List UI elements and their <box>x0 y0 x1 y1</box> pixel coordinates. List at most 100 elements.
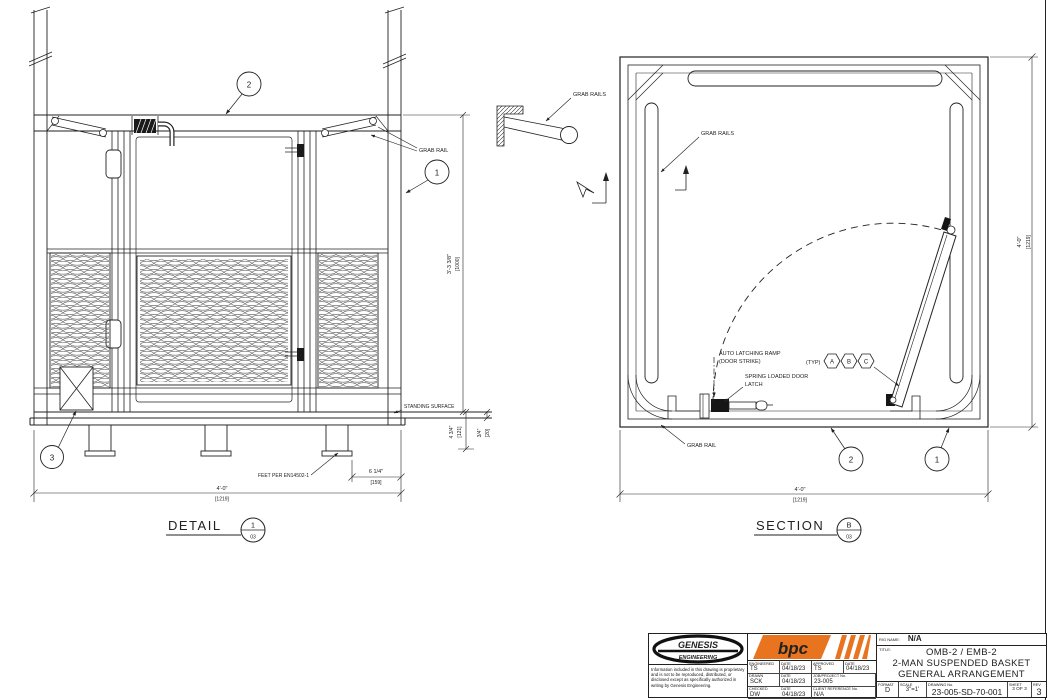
svg-text:DETAIL: DETAIL <box>168 518 222 533</box>
bpc-logo: bpc <box>748 634 876 661</box>
svg-text:[159]: [159] <box>370 480 382 486</box>
dim-foot: 6 1/4" [159] <box>348 460 405 486</box>
svg-text:6 1/4": 6 1/4" <box>369 469 383 475</box>
floor <box>29 411 492 426</box>
svg-text:B: B <box>847 360 851 366</box>
rig-name-row: RIG NAME: N/A <box>877 634 1046 646</box>
svg-text:4'-0": 4'-0" <box>1017 236 1023 247</box>
mid-rail <box>47 248 388 254</box>
detail-view: 2 1 3 GRAB RAIL STANDING SURFACE FEET PE… <box>28 6 492 543</box>
open-door <box>712 217 957 408</box>
view-direction-arrows <box>576 165 689 204</box>
svg-text:GRAB RAILS: GRAB RAILS <box>573 92 606 98</box>
rig-name-value: N/A <box>907 634 922 643</box>
hinge-top <box>105 149 122 179</box>
standing-surface-note: STANDING SURFACE <box>393 404 455 414</box>
grab-rail-right <box>321 116 377 138</box>
sheet-border <box>1045 0 1046 700</box>
grab-rail-top-plan <box>687 70 943 87</box>
svg-text:STANDING SURFACE: STANDING SURFACE <box>404 404 455 410</box>
grab-rail-bottom-note: GRAB RAIL <box>660 424 716 449</box>
svg-text:1: 1 <box>435 169 440 178</box>
grab-rail-left <box>51 116 107 138</box>
detail-label: DETAIL 1 03 <box>166 517 266 543</box>
svg-text:LATCH: LATCH <box>745 382 763 388</box>
svg-text:03: 03 <box>846 535 852 541</box>
gate-door <box>105 116 317 412</box>
svg-text:C: C <box>864 360 869 366</box>
cross-brace-box <box>59 366 94 411</box>
feet <box>84 424 353 457</box>
svg-text:03: 03 <box>250 535 256 541</box>
svg-text:[1219]: [1219] <box>215 497 230 503</box>
svg-text:B: B <box>846 521 851 530</box>
svg-text:A: A <box>830 360 834 366</box>
grab-rail-note: GRAB RAIL <box>371 126 448 154</box>
feet-note: FEET PER EN14502-1 <box>258 452 339 479</box>
svg-text:SECTION: SECTION <box>756 518 824 533</box>
dim-width-section: 4'-0" [1219] <box>616 430 992 504</box>
grab-rail-left-plan <box>644 102 659 384</box>
svg-text:3/4": 3/4" <box>477 428 483 437</box>
svg-text:(DOOR STRIKE): (DOOR STRIKE) <box>719 359 761 365</box>
svg-text:GRAB RAIL: GRAB RAIL <box>419 148 448 154</box>
svg-text:ENGINEERING: ENGINEERING <box>679 655 718 661</box>
balloon-1: 1 <box>405 159 450 194</box>
suspension-bars <box>28 6 407 425</box>
client-ref-cell: CLIENT REFERENCE No.N/A <box>812 686 876 700</box>
section-label: SECTION B 03 <box>754 517 862 543</box>
title-cell: TITLE: OMB-2 / EMB-2 2-MAN SUSPENDED BAS… <box>877 646 1046 683</box>
svg-text:(TYP): (TYP) <box>806 360 821 366</box>
sheet-cell: SHEET 3 OF 3 <box>1008 682 1032 697</box>
top-rail <box>34 114 401 132</box>
genesis-logo: GENESIS ENGINEERING <box>649 634 747 665</box>
drawing-no-cell: DRAWING No. 23-005-SD-70-001 <box>927 682 1008 697</box>
auto-latch-note: AUTO LATCHING RAMP (DOOR STRIKE) <box>712 351 781 398</box>
svg-text:[1000]: [1000] <box>455 256 461 271</box>
svg-text:AUTO LATCHING RAMP: AUTO LATCHING RAMP <box>719 351 781 357</box>
spring-latch-note: SPRING LOADED DOOR LATCH <box>723 374 808 403</box>
svg-text:4'-0": 4'-0" <box>795 487 806 493</box>
title-line-1: OMB-2 / EMB-2 <box>926 646 997 658</box>
scale-cell: SCALE 3"=1' <box>899 682 927 697</box>
svg-text:[1219]: [1219] <box>1026 234 1032 249</box>
svg-text:4'-0": 4'-0" <box>217 486 228 492</box>
dim-floor: 3/4" [20] <box>477 408 491 437</box>
svg-text:1: 1 <box>935 456 940 465</box>
latch-pin-top <box>285 144 304 157</box>
title-line-3: GENERAL ARRANGEMENT <box>898 668 1025 680</box>
balloon-1-section: 1 <box>924 427 950 472</box>
svg-text:3: 3 <box>50 454 55 463</box>
title-block: GENESIS ENGINEERING Information included… <box>648 633 1047 700</box>
dim-width: 4'-0" [1219] <box>30 430 405 503</box>
svg-text:bpc: bpc <box>778 639 809 658</box>
rev-cell: REV 3 <box>1033 682 1042 697</box>
svg-text:GENESIS: GENESIS <box>678 640 718 650</box>
grab-rail-detail <box>496 105 578 147</box>
disclaimer-text: Information included in this drawing is … <box>651 666 745 688</box>
svg-text:FEET PER EN14502-1: FEET PER EN14502-1 <box>258 473 309 479</box>
dim-height: 3'-3 3/8" [1000] <box>403 111 470 416</box>
typ-hex-callouts: (TYP) A B C <box>806 353 900 387</box>
drawing-canvas: 2 1 3 GRAB RAIL STANDING SURFACE FEET PE… <box>28 6 1038 543</box>
balloon-3: 3 <box>40 410 77 469</box>
svg-text:2: 2 <box>849 456 854 465</box>
svg-text:3'-3 3/8": 3'-3 3/8" <box>447 254 453 274</box>
svg-text:[121]: [121] <box>457 426 463 438</box>
svg-text:GRAB RAIL: GRAB RAIL <box>687 443 716 449</box>
title-line-2: 2-MAN SUSPENDED BASKET <box>892 657 1031 669</box>
drawing-number-row: FORMAT D SCALE 3"=1' DRAWING No. 23-005-… <box>877 682 1046 697</box>
svg-text:GRAB RAILS: GRAB RAILS <box>701 131 734 137</box>
svg-text:1: 1 <box>251 521 255 530</box>
svg-text:4 3/4": 4 3/4" <box>449 425 455 438</box>
dim-toe: 4 3/4" [121] <box>449 408 474 453</box>
